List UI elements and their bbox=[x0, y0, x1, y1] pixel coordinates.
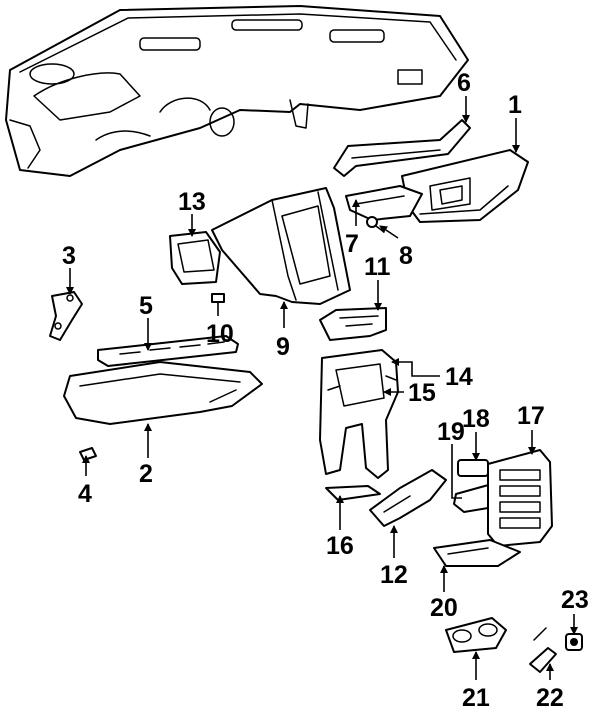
callout-16: 16 bbox=[326, 532, 354, 560]
part-20-drawing bbox=[433, 539, 521, 567]
callout-12: 12 bbox=[380, 561, 408, 589]
part-22-drawing bbox=[529, 627, 557, 673]
leader-8 bbox=[379, 225, 399, 239]
leader-14 bbox=[391, 358, 440, 377]
callout-3: 3 bbox=[62, 242, 76, 270]
part-10-drawing bbox=[211, 293, 225, 303]
part-9-drawing bbox=[211, 187, 351, 305]
callout-9: 9 bbox=[276, 333, 290, 361]
leader-lines bbox=[66, 96, 578, 680]
callout-18: 18 bbox=[462, 405, 490, 433]
part-13-drawing bbox=[169, 231, 221, 285]
part-5-drawing bbox=[97, 335, 239, 367]
part-12-drawing bbox=[369, 469, 447, 527]
part-23-drawing bbox=[565, 633, 583, 651]
callout-23: 23 bbox=[561, 586, 589, 614]
instrument-panel-drawing bbox=[5, 5, 469, 177]
callout-10: 10 bbox=[206, 320, 234, 348]
callout-8: 8 bbox=[399, 242, 413, 270]
part-16-drawing bbox=[325, 485, 381, 501]
callout-14: 14 bbox=[445, 363, 473, 391]
part-1-drawing bbox=[401, 149, 529, 223]
leader-19 bbox=[451, 444, 462, 499]
part-21-drawing bbox=[445, 617, 507, 653]
part-17-drawing bbox=[487, 449, 553, 547]
part-2-drawing bbox=[63, 361, 263, 425]
callout-6: 6 bbox=[457, 69, 471, 97]
callout-4: 4 bbox=[78, 480, 92, 508]
callout-13: 13 bbox=[178, 188, 206, 216]
callout-21: 21 bbox=[462, 684, 490, 711]
callout-11: 11 bbox=[364, 253, 391, 281]
callout-17: 17 bbox=[517, 402, 545, 430]
callout-22: 22 bbox=[536, 684, 564, 711]
part-7-drawing bbox=[345, 185, 423, 221]
part-4-drawing bbox=[79, 447, 97, 461]
callout-20: 20 bbox=[430, 594, 458, 622]
callout-2: 2 bbox=[139, 460, 153, 488]
part-3-drawing bbox=[49, 291, 83, 341]
part-11-drawing bbox=[319, 307, 387, 341]
part-14-15-drawing bbox=[319, 349, 399, 479]
callout-labels: 1 2 3 4 5 6 7 8 9 10 11 12 13 14 15 16 1… bbox=[62, 69, 589, 711]
callout-1: 1 bbox=[508, 91, 522, 119]
callout-7: 7 bbox=[345, 230, 359, 258]
part-18-drawing bbox=[457, 459, 489, 477]
callout-19: 19 bbox=[437, 418, 465, 446]
part-6-drawing bbox=[333, 119, 471, 177]
callout-5: 5 bbox=[139, 292, 153, 320]
callout-15: 15 bbox=[408, 379, 436, 407]
